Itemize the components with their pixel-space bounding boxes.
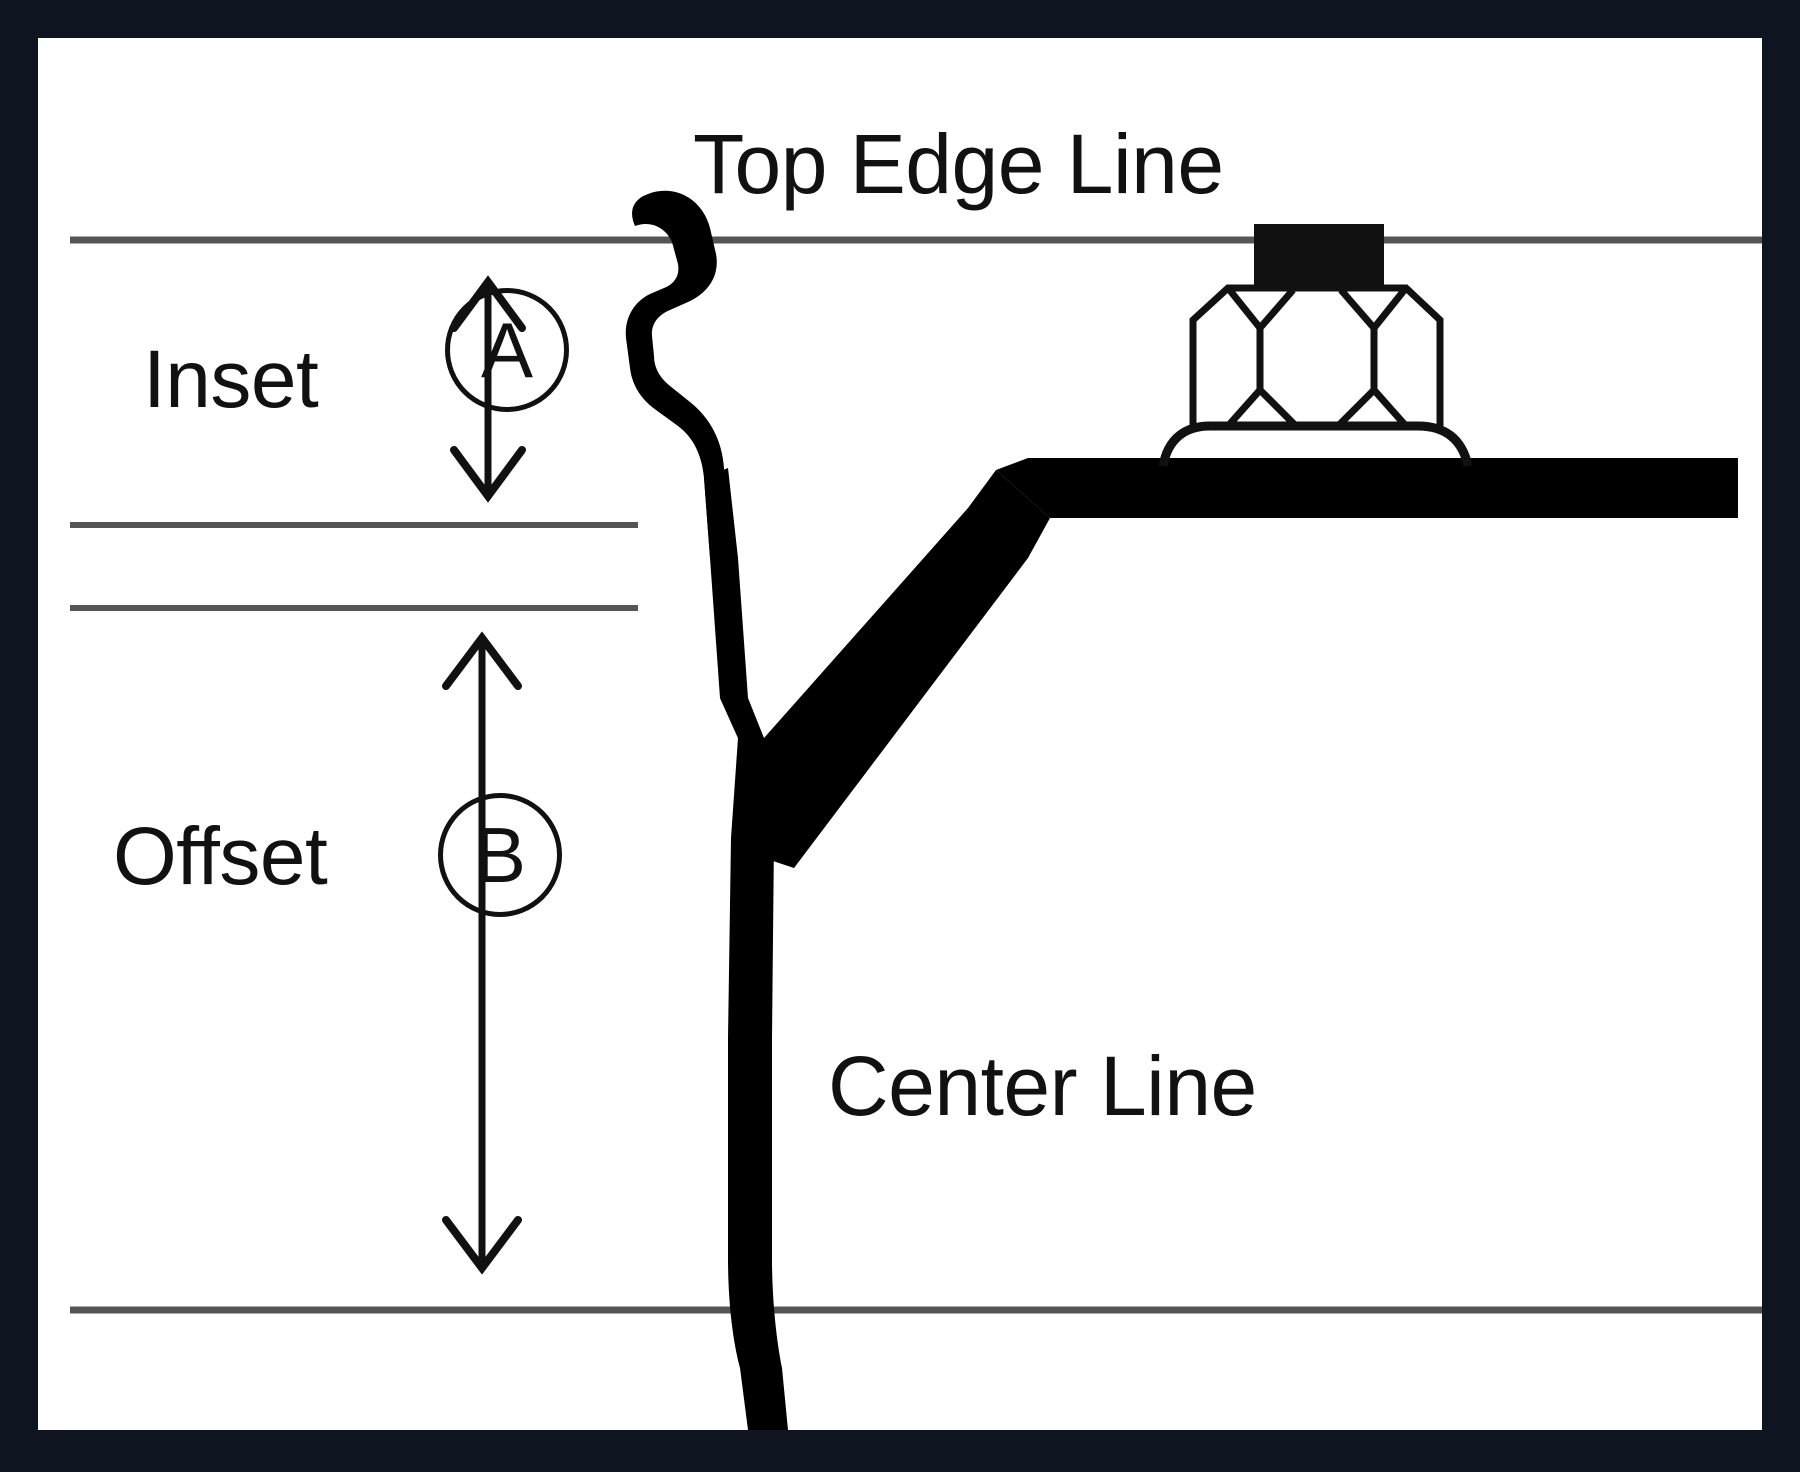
inset-label: Inset (143, 334, 319, 425)
offset-label: Offset (113, 811, 328, 902)
callout-b: B (438, 793, 562, 917)
technical-drawing (70, 190, 1762, 1430)
center-line-label: Center Line (828, 1039, 1257, 1133)
reference-lines (70, 236, 1762, 1314)
top-edge-line-label: Top Edge Line (693, 117, 1224, 211)
hub-mounting-pad (996, 458, 1738, 518)
wheel-disc-spoke (764, 470, 1050, 868)
lug-nut-facet-lines-right (1335, 285, 1409, 429)
rim-barrel-wall-upper (704, 468, 764, 738)
lug-nut-flange-washer (1158, 421, 1473, 468)
callout-a: A (445, 288, 569, 412)
lug-nut-hex-body (1189, 284, 1444, 426)
rim-barrel-wall-lower (728, 738, 788, 1430)
lug-nut-facet-lines-left (1225, 285, 1299, 429)
offset-dimension-arrow (442, 631, 522, 1275)
wheel-cross-section (625, 190, 1738, 1430)
lug-nut-cap (1254, 224, 1384, 290)
rim-flange-hook (625, 190, 728, 558)
lug-nut-assembly (1158, 224, 1473, 468)
diagram-canvas: Top Edge Line Center Line Inset Offset A… (38, 38, 1762, 1430)
